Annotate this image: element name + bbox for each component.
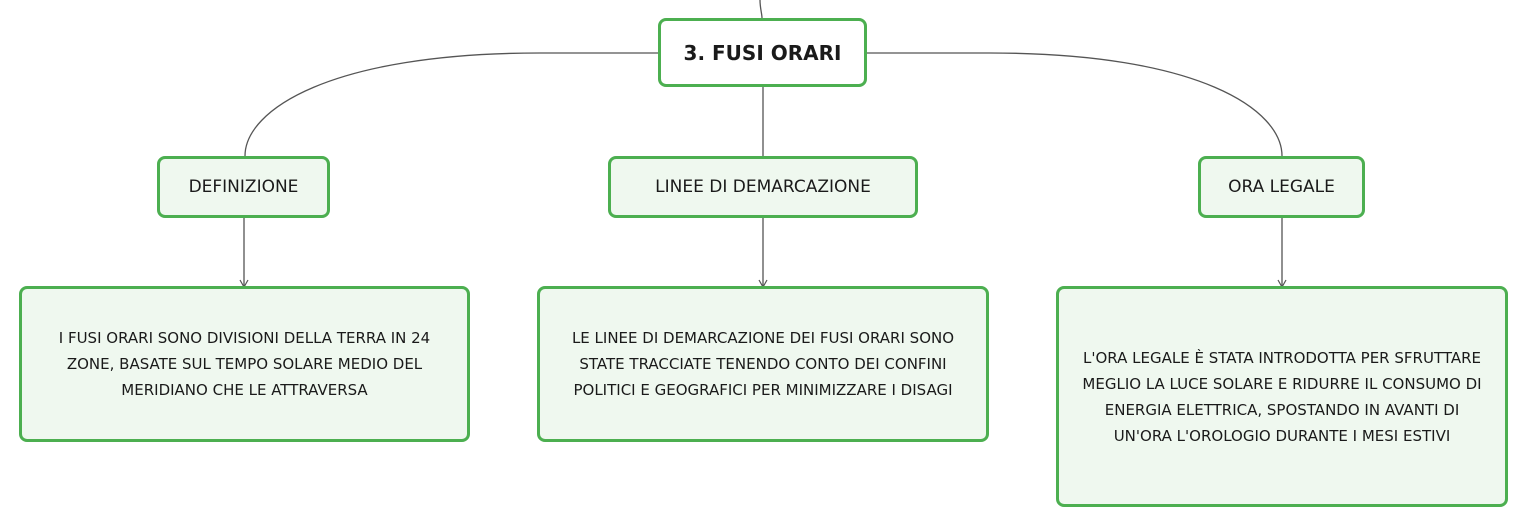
- category-label: LINEE DI DEMARCAZIONE: [655, 177, 871, 197]
- root-node[interactable]: 3. FUSI ORARI: [658, 18, 867, 87]
- detail-node-ora-legale[interactable]: L'ORA LEGALE È STATA INTRODOTTA PER SFRU…: [1056, 286, 1508, 507]
- category-node-ora-legale[interactable]: ORA LEGALE: [1198, 156, 1365, 218]
- category-node-definizione[interactable]: DEFINIZIONE: [157, 156, 330, 218]
- detail-text: LE LINEE DI DEMARCAZIONE DEI FUSI ORARI …: [571, 329, 955, 399]
- detail-node-linee-di-demarcazione[interactable]: LE LINEE DI DEMARCAZIONE DEI FUSI ORARI …: [537, 286, 989, 442]
- category-label: DEFINIZIONE: [188, 177, 299, 197]
- connector-root-to-definizione: [244, 52, 658, 157]
- root-label: 3. FUSI ORARI: [683, 40, 842, 65]
- category-node-linee-di-demarcazione[interactable]: LINEE DI DEMARCAZIONE: [608, 156, 918, 218]
- connector-parent-to-root: [759, 0, 763, 19]
- category-label: ORA LEGALE: [1228, 177, 1335, 197]
- detail-node-definizione[interactable]: I FUSI ORARI SONO DIVISIONI DELLA TERRA …: [19, 286, 470, 442]
- detail-text: L'ORA LEGALE È STATA INTRODOTTA PER SFRU…: [1082, 348, 1482, 445]
- detail-text: I FUSI ORARI SONO DIVISIONI DELLA TERRA …: [58, 329, 431, 399]
- connector-root-to-ora-legale: [867, 52, 1283, 157]
